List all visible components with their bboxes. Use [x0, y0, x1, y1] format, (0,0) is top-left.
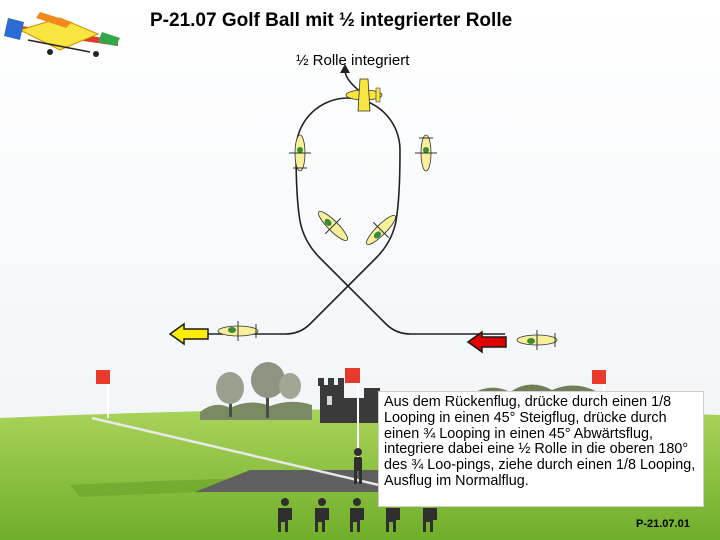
exit-direction-arrow — [168, 322, 209, 346]
figure-code: P-21.07.01 — [636, 518, 690, 530]
flag-left — [96, 370, 110, 418]
flag-center — [345, 368, 360, 462]
judge-figure — [350, 498, 364, 532]
plane-entry-inverted — [516, 330, 558, 350]
runway-sight-line — [91, 416, 384, 488]
flight-path — [203, 97, 505, 335]
page-title: P-21.07 Golf Ball mit ½ integrierter Rol… — [150, 10, 513, 31]
plane-climb — [366, 215, 396, 245]
plane-top-rolling — [345, 78, 383, 112]
pilot-figure — [354, 448, 362, 484]
aerobatic-plane-logo — [4, 12, 120, 57]
roll-annotation-label: ½ Rolle integriert — [296, 52, 410, 69]
tree-left — [216, 372, 244, 417]
plane-right-vertical — [415, 134, 437, 172]
judge-figure — [315, 498, 329, 532]
tree-center — [251, 362, 301, 418]
maneuver-description: Aus dem Rückenflug, drücke durch einen 1… — [378, 391, 704, 507]
hedge-left — [200, 401, 312, 420]
plane-exit-upright — [217, 321, 259, 341]
roll-indicator-arrowhead — [340, 64, 350, 73]
flag-center-banner — [345, 368, 360, 383]
judge-figure — [278, 498, 292, 532]
flag-right-banner — [592, 370, 606, 384]
entry-direction-arrow — [466, 330, 507, 354]
plane-dive — [318, 211, 348, 241]
flag-left-banner — [96, 370, 110, 384]
plane-left-vertical — [289, 134, 311, 172]
